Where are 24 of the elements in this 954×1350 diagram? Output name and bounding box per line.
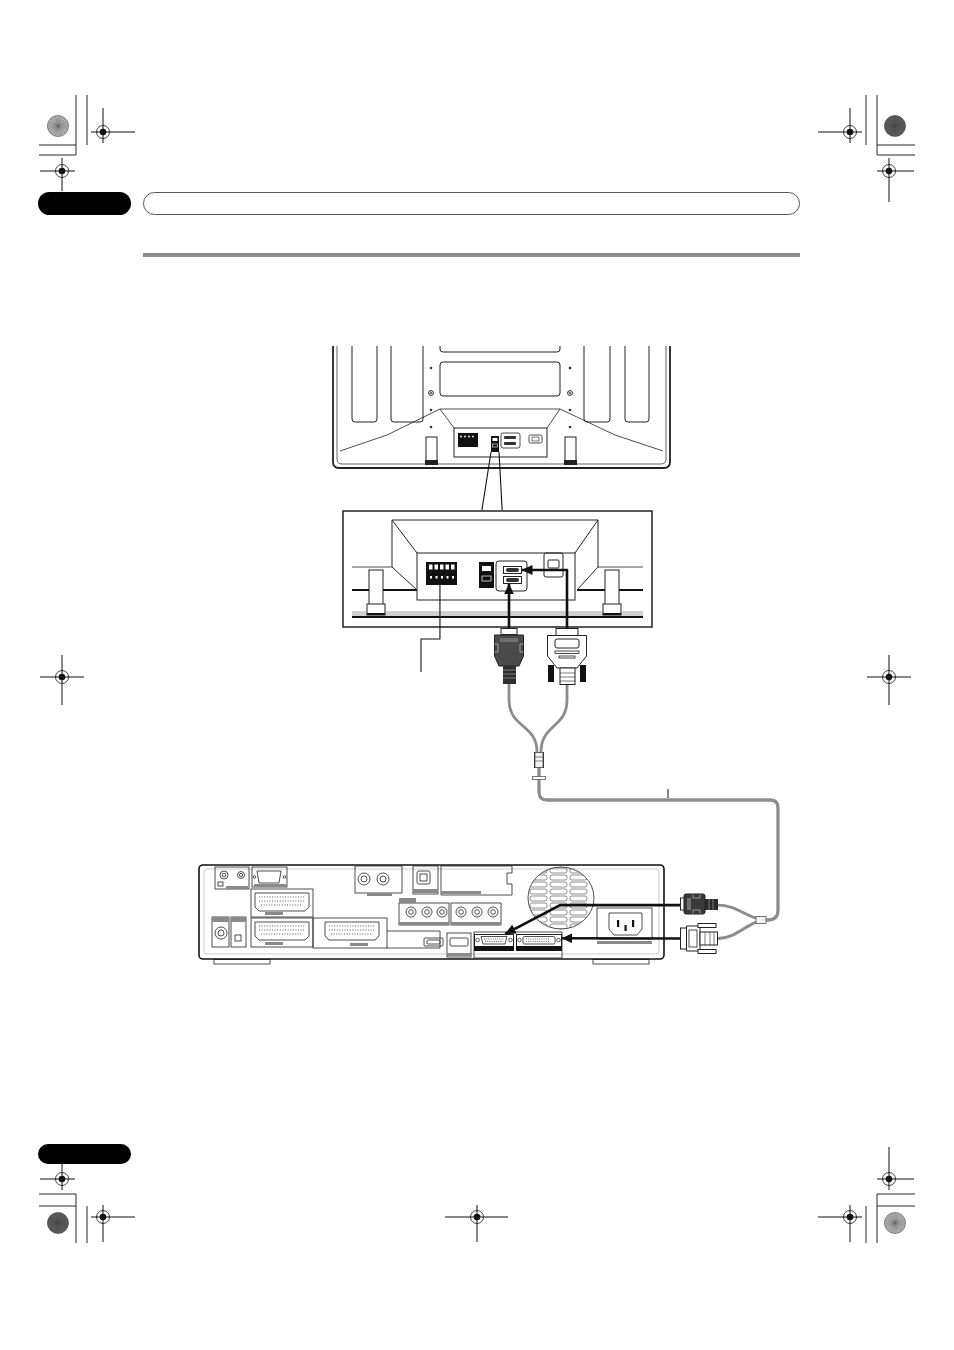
connector-port — [503, 566, 522, 574]
terminal-block — [426, 562, 457, 585]
zoom-line — [498, 451, 503, 511]
cable-plug-icon — [494, 628, 524, 684]
arrow — [561, 933, 680, 944]
arrow — [521, 565, 569, 628]
cable — [507, 684, 539, 753]
cable — [539, 685, 569, 753]
d-sub-plug-icon — [680, 923, 718, 954]
connector-port — [474, 934, 514, 951]
d-sub-plug-icon — [547, 628, 587, 685]
arrow — [504, 583, 514, 628]
cable-splitter — [534, 752, 544, 768]
zoom-line — [481, 451, 492, 511]
connector-port — [503, 576, 522, 584]
connector-port — [516, 934, 562, 951]
connector-port — [491, 436, 499, 452]
arrow — [504, 903, 680, 936]
display-rear-panel — [331, 346, 671, 470]
closeup-inset — [342, 510, 653, 628]
page-number-tab — [38, 1144, 131, 1164]
leader-line — [420, 584, 441, 673]
cable-plug-icon — [680, 893, 718, 915]
chapter-tab — [38, 192, 131, 215]
